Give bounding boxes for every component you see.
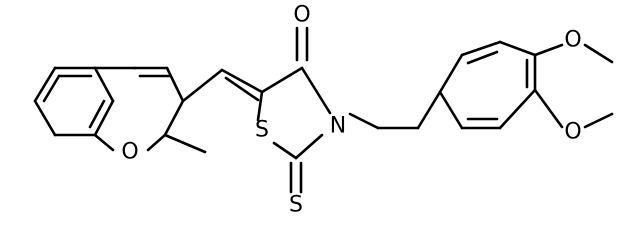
thione-sulfur-label: S [289, 193, 303, 218]
methoxy-top-oxygen-label: O [564, 28, 581, 53]
methylidene-linker [181, 68, 264, 103]
methoxy-bottom-oxygen-label: O [564, 120, 581, 145]
dimethoxyphenyl-ring [438, 40, 537, 130]
ring-oxygen-label: O [121, 140, 138, 165]
ethyl-linker [348, 90, 442, 130]
benzo-ring [33, 66, 115, 137]
ring-nitrogen-label: N [330, 114, 346, 139]
pyran-ring [93, 66, 207, 154]
ring-sulfur-label: S [255, 118, 269, 143]
carbonyl-oxygen-label: O [293, 3, 310, 28]
thiazolidinone-ring [256, 26, 332, 194]
chemical-structure-drawing: O O S N S [33, 3, 614, 218]
methoxy-groups [533, 43, 614, 129]
